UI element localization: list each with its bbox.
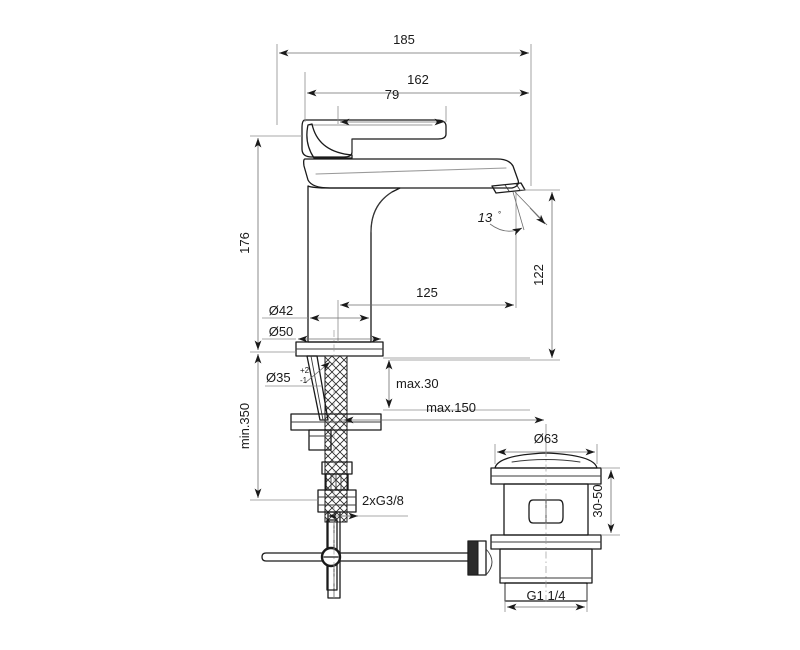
connector-hex-nut — [317, 489, 357, 513]
dimension-min350: min.350 — [237, 351, 318, 501]
dimension-min350-label: min.350 — [237, 403, 252, 449]
shank-and-hoses — [306, 355, 348, 523]
dimension-d42: Ø42 — [262, 303, 369, 322]
dimension-162-label: 162 — [407, 72, 429, 87]
popup-linkage — [261, 540, 487, 576]
linkage-rod — [261, 552, 471, 562]
dimension-max150-label: max.150 — [426, 400, 476, 415]
linkage-cap — [467, 540, 479, 576]
dimension-d35: Ø35 +2 -1 — [265, 361, 331, 387]
waste-lower-flange — [490, 534, 602, 550]
dimension-3050: 30-50 — [590, 467, 620, 536]
dimension-d50-label: Ø50 — [269, 324, 294, 339]
riser-column — [307, 185, 401, 343]
braided-hose — [324, 355, 348, 523]
dimension-thread-g38-label: 2xG3/8 — [362, 493, 404, 508]
dimension-3050-label: 30-50 — [590, 484, 605, 517]
handle-skirt — [306, 123, 353, 159]
dimension-d35-tol-lower: -1 — [300, 376, 308, 385]
dimension-185-label: 185 — [393, 32, 415, 47]
dimension-13-label: 13 — [478, 210, 493, 225]
dimension-annotations: 185 162 79 176 122 — [237, 32, 620, 612]
waste-overflow-slot — [528, 499, 564, 524]
waste-upper-flange — [490, 467, 602, 485]
dimension-max30: max.30 — [383, 357, 530, 411]
degree-symbol: ° — [498, 210, 501, 219]
dimension-125: 125 — [337, 192, 517, 342]
dimension-thread-g38: 2xG3/8 — [328, 493, 408, 520]
dimension-79: 79 — [337, 87, 447, 126]
dimension-122: 122 — [390, 189, 560, 361]
dimension-d50: Ø50 — [262, 324, 381, 343]
dimension-125-label: 125 — [416, 285, 438, 300]
spout-head — [303, 158, 520, 189]
dimension-13-degrees: 13 ° — [478, 191, 548, 236]
dimension-d35-tol-upper: +2 — [300, 366, 310, 375]
dimension-max150: max.150 — [340, 400, 547, 456]
dimension-162: 162 — [304, 72, 529, 122]
dimension-122-label: 122 — [531, 264, 546, 286]
bracket-nut — [308, 429, 332, 451]
dimension-d63-label: Ø63 — [534, 431, 559, 446]
dimension-d42-label: Ø42 — [269, 303, 294, 318]
dimension-176: 176 — [237, 135, 302, 350]
dimension-185: 185 — [276, 32, 532, 186]
dimension-max30-label: max.30 — [396, 376, 439, 391]
dimension-176-label: 176 — [237, 232, 252, 254]
dimension-d35-label: Ø35 — [266, 370, 291, 385]
dimension-79-label: 79 — [385, 87, 399, 102]
shank-tube — [306, 355, 329, 421]
